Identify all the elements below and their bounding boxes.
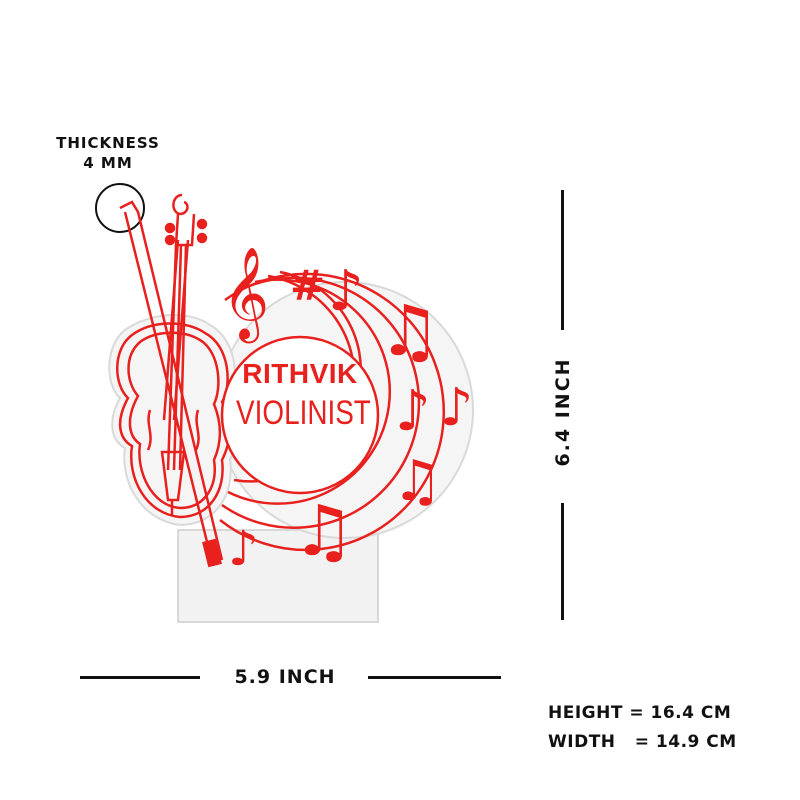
product-title: VIOLINIST: [236, 394, 371, 432]
height-dimension-label: 6.4 INCH: [552, 357, 574, 467]
music-note-icon: ♪: [395, 379, 431, 444]
violin-icon: [116, 193, 231, 519]
music-notes: ♪ ♫ ♪ ♪ ♫ ♫ ♪: [228, 259, 473, 577]
music-note-icon: ♪: [440, 378, 473, 438]
music-note-icon: ♫: [292, 490, 355, 572]
width-dimension-line-left: [80, 676, 200, 679]
width-dimension-label: 5.9 INCH: [234, 666, 336, 688]
music-note-icon: ♪: [328, 259, 364, 324]
thickness-title: THICKNESS: [56, 134, 160, 152]
music-note-icon: ♫: [378, 290, 441, 372]
music-note-icon: ♫: [392, 449, 442, 514]
product-name: RITHVIK: [242, 358, 358, 389]
thickness-value: 4 MM: [83, 154, 133, 172]
name-disc: [220, 335, 380, 495]
treble-clef-icon: 𝄞: [222, 246, 269, 343]
thickness-marker-circle: [95, 183, 145, 233]
width-spec: WIDTH = 14.9 CM: [548, 732, 737, 752]
svg-text:𝄞: 𝄞: [222, 246, 269, 343]
height-spec: HEIGHT = 16.4 CM: [548, 703, 732, 723]
sharp-icon: #: [290, 261, 325, 310]
height-dimension-line-top: [561, 190, 564, 330]
music-note-icon: ♪: [228, 521, 259, 577]
width-dimension-line-right: [368, 676, 501, 679]
height-dimension-line-bottom: [561, 503, 564, 620]
